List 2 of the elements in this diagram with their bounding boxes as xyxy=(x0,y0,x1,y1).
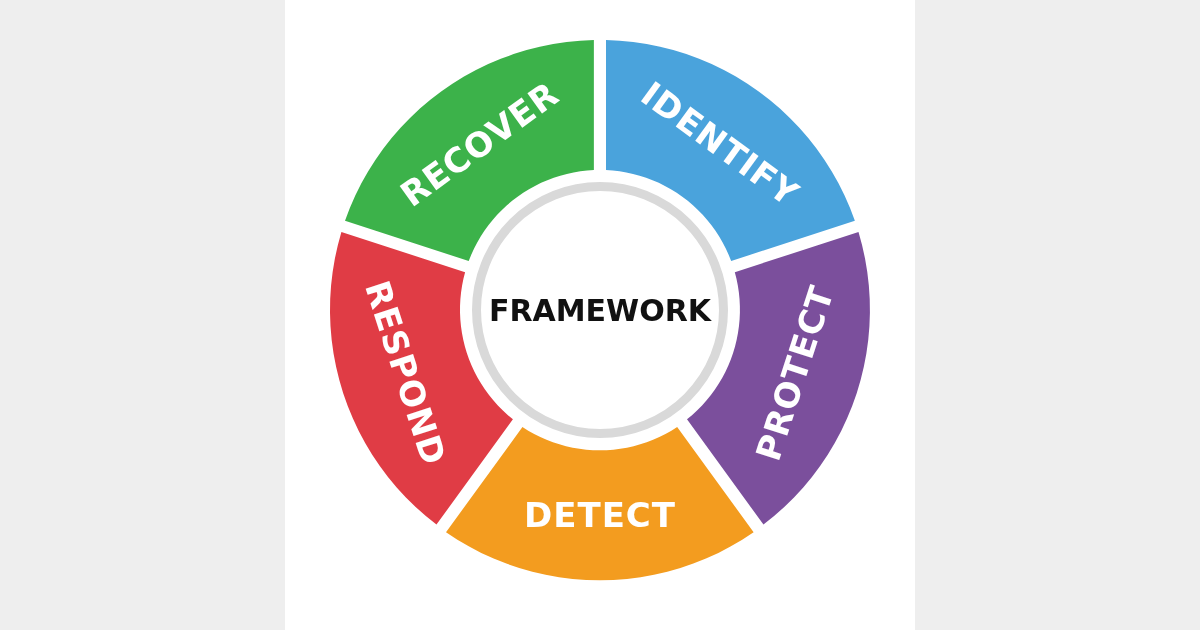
segment-label: DETECT xyxy=(524,495,676,535)
center-title: FRAMEWORK xyxy=(488,292,712,328)
